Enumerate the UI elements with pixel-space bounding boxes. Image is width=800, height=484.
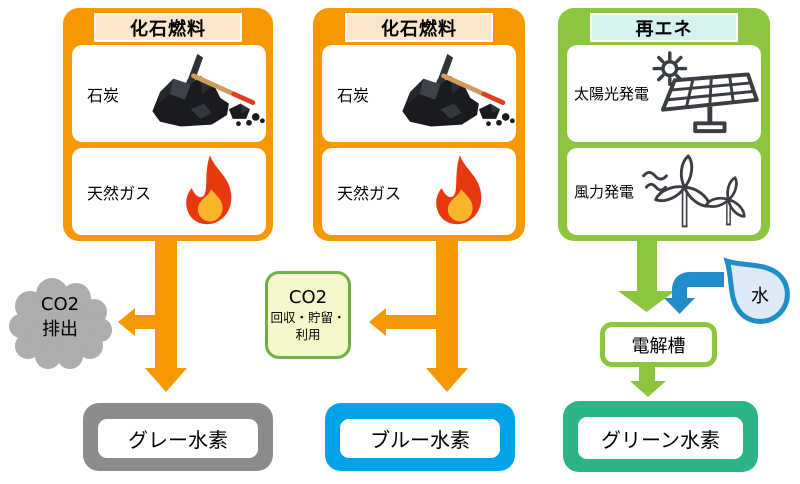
co2-cloud-icon	[9, 278, 112, 369]
water-to-electrolyzer-arrow	[664, 272, 724, 314]
blue-path-arrow	[369, 241, 468, 392]
co2-emission-label: CO2 排出	[40, 294, 80, 340]
green-hydrogen-box: グリーン水素	[563, 401, 758, 472]
water-label: 水	[751, 286, 769, 307]
gray-path-arrow	[118, 241, 187, 392]
coal-pickaxe-icon	[402, 53, 515, 127]
column-header-fossil-2: 化石燃料	[345, 13, 493, 42]
gray-hydrogen-label: グレー水素	[98, 419, 258, 458]
co2-capture-box: CO2 回収・貯留・ 利用	[265, 271, 351, 359]
renewable-to-electrolyzer-arrow	[618, 241, 675, 312]
gray-hydrogen-box: グレー水素	[83, 403, 273, 471]
flame-icon	[436, 154, 482, 224]
natural-gas-label: 天然ガス	[337, 183, 402, 203]
natural-gas-label: 天然ガス	[87, 183, 152, 203]
electrolyzer-to-green-arrow	[630, 367, 666, 397]
column-header-fossil-1: 化石燃料	[94, 13, 242, 42]
coal-row: 石炭	[322, 45, 516, 142]
solar-panel-icon	[652, 50, 759, 133]
green-hydrogen-label: グリーン水素	[578, 417, 743, 459]
wind-row: 風力発電	[567, 148, 761, 235]
fossil-fuel-column-2: 化石燃料 石炭 天然ガス	[313, 8, 525, 241]
solar-label: 太陽光発電	[574, 85, 650, 103]
coal-label: 石炭	[87, 85, 120, 105]
coal-row: 石炭	[72, 45, 266, 142]
fossil-fuel-column-1: 化石燃料 石炭 天然ガス	[63, 8, 273, 241]
electrolyzer-box: 電解槽	[600, 322, 717, 367]
blue-hydrogen-label: ブルー水素	[340, 419, 500, 458]
natural-gas-row: 天然ガス	[72, 148, 266, 235]
natural-gas-row: 天然ガス	[322, 148, 516, 235]
wind-label: 風力発電	[574, 183, 635, 201]
column-header-renewable: 再エネ	[590, 13, 738, 42]
solar-row: 太陽光発電	[567, 45, 761, 142]
coal-label: 石炭	[337, 85, 370, 105]
blue-hydrogen-box: ブルー水素	[325, 403, 515, 471]
water-drop-icon	[723, 257, 790, 324]
flame-icon	[186, 154, 232, 224]
coal-pickaxe-icon	[152, 53, 265, 127]
renewable-energy-column: 再エネ 太陽光発電	[558, 8, 770, 241]
wind-turbine-icon	[642, 153, 746, 227]
electrolyzer-label: 電解槽	[631, 335, 686, 357]
